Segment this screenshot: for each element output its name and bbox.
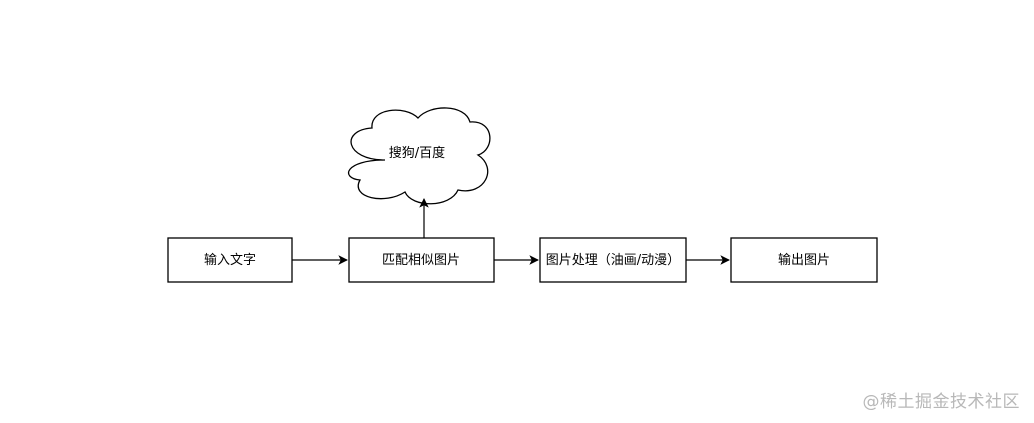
search-engine-label: 搜狗/百度 [389, 145, 445, 161]
image-processing-box [539, 237, 687, 283]
input-text-label: 输入文字 [204, 252, 256, 268]
output-image-label: 输出图片 [778, 252, 830, 268]
watermark-text: @稀土掘金技术社区 [862, 392, 1020, 412]
search-engine-cloud: 搜狗/百度 [348, 107, 491, 205]
image-processing-label: 图片处理（油画/动漫） [546, 253, 680, 268]
match-images-label: 匹配相似图片 [382, 253, 460, 268]
output-image-node: 输出图片 [730, 237, 878, 283]
image-processing-node: 图片处理（油画/动漫） [539, 237, 687, 283]
input-text-node: 输入文字 [167, 237, 293, 283]
input-text-box [167, 237, 293, 283]
cloud-shape [348, 107, 491, 205]
output-image-box [730, 237, 878, 283]
match-images-box [348, 237, 495, 283]
match-images-node: 匹配相似图片 [348, 237, 495, 283]
